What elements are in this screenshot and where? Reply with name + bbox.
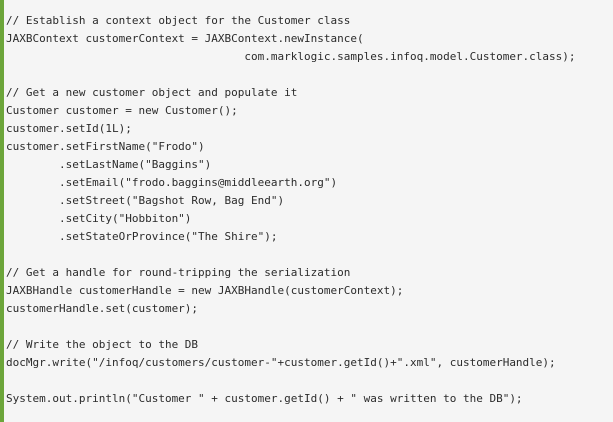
code-line: // Get a handle for round-tripping the s… — [6, 266, 351, 279]
code-line: customerHandle.set(customer); — [6, 302, 199, 315]
code-line: .setStateOrProvince("The Shire"); — [6, 230, 278, 243]
code-line — [6, 66, 576, 84]
code-line: // Write the object to the DB — [6, 338, 199, 351]
code-line: docMgr.write("/infoq/customers/customer-… — [6, 356, 556, 369]
code-line — [6, 318, 576, 336]
code-line: JAXBHandle customerHandle = new JAXBHand… — [6, 284, 404, 297]
code-line: customer.setId(1L); — [6, 122, 132, 135]
code-line — [6, 372, 576, 390]
code-line: customer.setFirstName("Frodo") — [6, 140, 205, 153]
code-line — [6, 246, 576, 264]
code-line: .setLastName("Baggins") — [6, 158, 212, 171]
code-line: // Establish a context object for the Cu… — [6, 14, 351, 27]
code-line: .setCity("Hobbiton") — [6, 212, 192, 225]
code-line: System.out.println("Customer " + custome… — [6, 392, 523, 405]
code-line: .setEmail("frodo.baggins@middleearth.org… — [6, 176, 338, 189]
code-line: com.marklogic.samples.infoq.model.Custom… — [6, 50, 576, 63]
code-line: // Get a new customer object and populat… — [6, 86, 298, 99]
code-line: JAXBContext customerContext = JAXBContex… — [6, 32, 364, 45]
code-line: Customer customer = new Customer(); — [6, 104, 238, 117]
code-block: // Establish a context object for the Cu… — [6, 12, 576, 408]
code-line: .setStreet("Bagshot Row, Bag End") — [6, 194, 285, 207]
